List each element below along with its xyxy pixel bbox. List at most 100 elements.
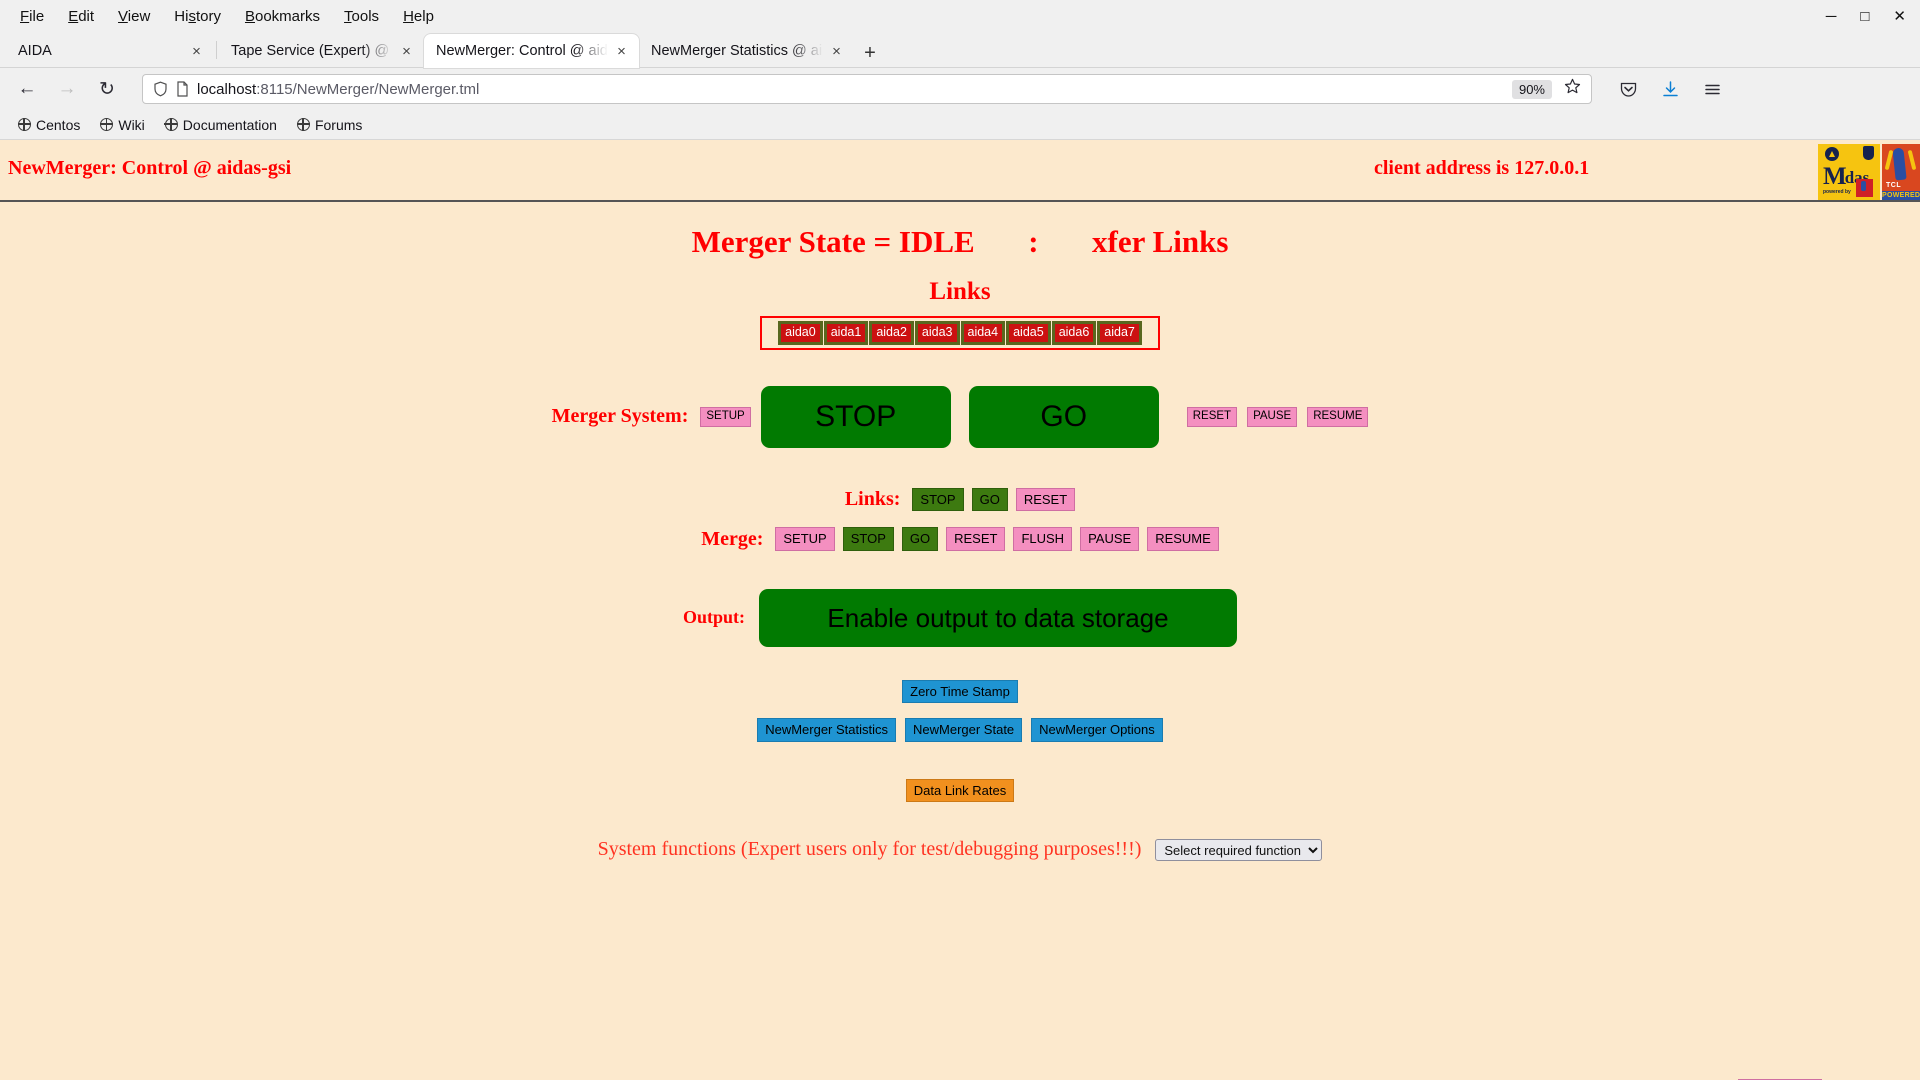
merge-reset-button[interactable]: RESET (946, 527, 1006, 551)
merger-state-line: Merger State = IDLE : xfer Links (0, 224, 1920, 260)
tab-tape-service[interactable]: Tape Service (Expert) @ aidas-gsi × (219, 34, 424, 68)
page-links-block: Zero Time Stamp NewMerger Statistics New… (0, 679, 1920, 803)
link-cell-aida3[interactable]: aida3 (914, 321, 960, 345)
menu-tools[interactable]: Tools (344, 7, 380, 25)
merge-flush-button[interactable]: FLUSH (1013, 527, 1073, 551)
merger-system-label: Merger System: (551, 405, 689, 428)
links-reset-button[interactable]: RESET (1015, 487, 1076, 512)
tab-close-icon[interactable]: × (192, 42, 201, 60)
links-stop-button[interactable]: STOP (912, 487, 964, 512)
merger-mode-text: xfer Links (1092, 224, 1229, 259)
address-bar[interactable]: localhost:8115/NewMerger/NewMerger.tml 9… (142, 74, 1592, 104)
url-host: localhost (197, 80, 257, 98)
window-maximize-button[interactable]: □ (1860, 7, 1870, 25)
bookmark-star-icon[interactable] (1560, 78, 1585, 100)
tab-newmerger-statistics[interactable]: NewMerger Statistics @ aidas-gsi × (639, 34, 854, 68)
links-container: aida0 aida1 aida2 aida3 aida4 aida5 aida… (760, 316, 1160, 350)
links-go-button[interactable]: GO (971, 487, 1008, 512)
link-cell-aida7[interactable]: aida7 (1097, 321, 1142, 345)
tcl-logo: TCL POWERED (1882, 144, 1920, 200)
bookmark-label: Centos (36, 116, 81, 133)
system-functions-row: System functions (Expert users only for … (0, 838, 1920, 861)
tab-strip: AIDA × Tape Service (Expert) @ aidas-gsi… (0, 32, 1920, 68)
link-cell-aida5[interactable]: aida5 (1006, 321, 1051, 345)
data-link-rates-button[interactable]: Data Link Rates (905, 778, 1015, 803)
tcl-feather-icon (1892, 147, 1907, 181)
page-title: NewMerger: Control @ aidas-gsi (8, 157, 292, 179)
download-icon[interactable] (1654, 74, 1686, 104)
globe-icon (99, 117, 114, 131)
pocket-icon[interactable] (1612, 74, 1644, 104)
output-label: Output: (682, 607, 745, 628)
navigation-toolbar: ← → ↻ localhost:8115/NewMerger/NewMerger… (0, 68, 1920, 110)
tab-label: Tape Service (Expert) @ aidas-gsi (231, 43, 393, 59)
merge-setup-button[interactable]: SETUP (775, 527, 835, 551)
merge-control-label: Merge: (701, 527, 764, 550)
back-arrow-icon[interactable]: ← (17, 78, 37, 99)
tcl-powered-label: POWERED (1882, 191, 1920, 200)
data-link-rates-row: Data Link Rates (0, 778, 1920, 803)
tab-close-icon[interactable]: × (402, 42, 411, 60)
bookmark-documentation[interactable]: Documentation (157, 114, 285, 136)
hamburger-menu-icon[interactable] (1696, 74, 1728, 104)
newmerger-statistics-button[interactable]: NewMerger Statistics (757, 717, 897, 742)
merger-system-pause-button[interactable]: PAUSE (1247, 406, 1298, 427)
merge-stop-button[interactable]: STOP (842, 527, 894, 551)
globe-icon (17, 117, 31, 131)
merger-system-resume-button[interactable]: RESUME (1307, 406, 1369, 427)
newmerger-state-button[interactable]: NewMerger State (905, 717, 1023, 742)
menu-file[interactable]: File (20, 7, 45, 25)
bookmark-centos[interactable]: Centos (10, 114, 88, 136)
system-functions-select[interactable]: Select required function (1155, 838, 1323, 861)
merger-system-go-button[interactable]: GO (968, 385, 1159, 448)
window-minimize-button[interactable]: ─ (1825, 7, 1837, 25)
bookmark-forums[interactable]: Forums (289, 114, 370, 136)
merge-resume-button[interactable]: RESUME (1147, 527, 1219, 551)
midas-logo-m: M (1823, 163, 1847, 190)
zero-time-stamp-button[interactable]: Zero Time Stamp (902, 679, 1018, 703)
bookmark-label: Forums (314, 116, 363, 133)
page-document-icon[interactable] (176, 81, 189, 97)
midas-small-badge (1856, 179, 1873, 197)
window-close-button[interactable]: ✕ (1893, 8, 1906, 25)
menu-bar: File Edit View History Bookmarks Tools H… (0, 0, 1920, 32)
link-cell-aida6[interactable]: aida6 (1051, 321, 1097, 345)
link-cell-aida2[interactable]: aida2 (869, 321, 914, 345)
menu-edit[interactable]: Edit (68, 7, 95, 25)
links-control-row: Links: STOP GO RESET (0, 487, 1920, 512)
globe-icon (164, 117, 178, 131)
bookmark-wiki[interactable]: Wiki (92, 114, 152, 136)
bookmark-label: Wiki (118, 116, 145, 133)
midas-dome-icon (1825, 147, 1839, 161)
shield-icon[interactable] (153, 81, 168, 97)
tab-newmerger-control[interactable]: NewMerger: Control @ aidas-gsi × (424, 34, 639, 68)
menu-file-label: ile (29, 7, 45, 25)
merger-system-reset-button[interactable]: RESET (1186, 406, 1238, 427)
reload-icon[interactable]: ↻ (99, 78, 115, 100)
menu-bookmarks[interactable]: Bookmarks (244, 7, 321, 25)
merge-pause-button[interactable]: PAUSE (1080, 527, 1140, 551)
tab-aida[interactable]: AIDA × (6, 34, 214, 68)
newmerger-options-button[interactable]: NewMerger Options (1031, 717, 1163, 742)
zoom-level-badge[interactable]: 90% (1511, 79, 1552, 99)
link-cell-aida4[interactable]: aida4 (960, 321, 1006, 345)
new-tab-button[interactable]: + (864, 41, 876, 64)
enable-output-button[interactable]: Enable output to data storage (759, 588, 1237, 647)
menu-history[interactable]: History (174, 7, 221, 25)
tab-label: AIDA (18, 43, 52, 59)
merger-system-setup-button[interactable]: SETUP (700, 406, 751, 427)
link-cell-aida0[interactable]: aida0 (778, 321, 823, 345)
menu-view[interactable]: View (118, 7, 151, 25)
merger-system-stop-button[interactable]: STOP (760, 385, 951, 448)
tab-close-icon[interactable]: × (832, 42, 841, 60)
menu-help[interactable]: Help (403, 7, 434, 25)
output-row: Output: Enable output to data storage (0, 588, 1920, 647)
forward-arrow-icon[interactable]: → (57, 78, 77, 99)
link-cell-aida1[interactable]: aida1 (823, 321, 869, 345)
merge-go-button[interactable]: GO (901, 527, 939, 551)
tab-close-icon[interactable]: × (617, 42, 626, 60)
links-heading: Links (929, 278, 991, 305)
tab-separator (216, 41, 217, 59)
url-text[interactable]: localhost:8115/NewMerger/NewMerger.tml (197, 81, 1504, 98)
page-content: NewMerger: Control @ aidas-gsi client ad… (0, 140, 1920, 1080)
